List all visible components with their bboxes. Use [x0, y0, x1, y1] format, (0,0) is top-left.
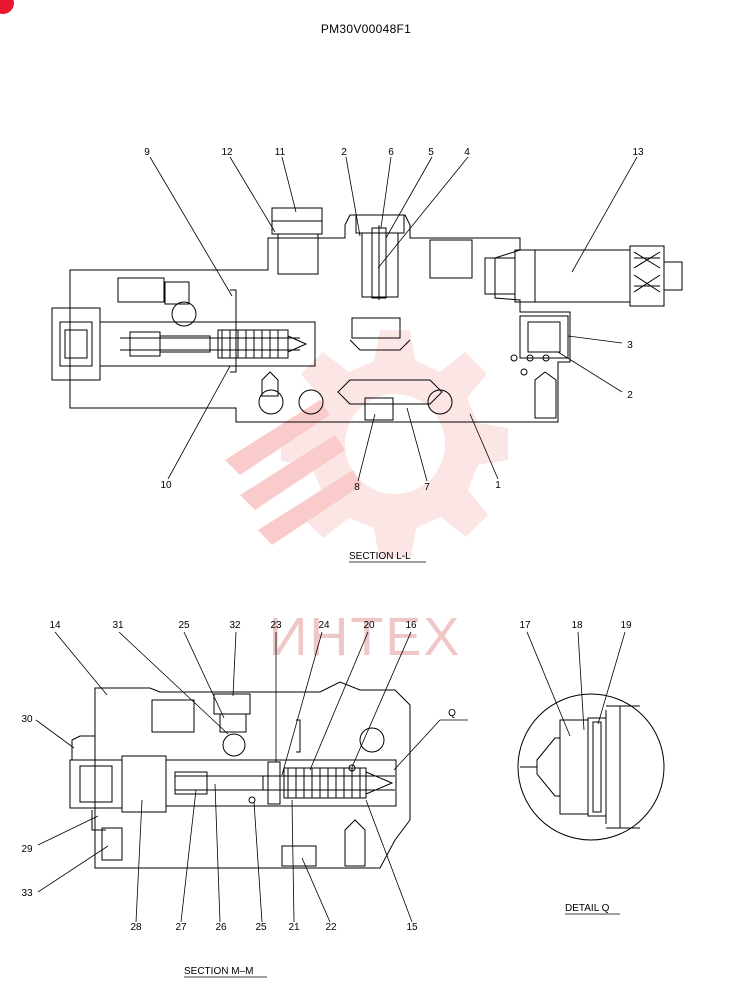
- section-ll-drawing: [51, 207, 683, 423]
- section-ll-title: SECTION L-L: [349, 551, 411, 562]
- callout-18: 18: [571, 620, 583, 631]
- callout-25-top: 25: [178, 620, 190, 631]
- callout-5: 5: [428, 147, 434, 158]
- callout-8: 8: [354, 482, 360, 493]
- callout-7: 7: [424, 482, 430, 493]
- callout-12: 12: [221, 147, 233, 158]
- corner-marker-icon: [0, 0, 14, 14]
- section-mm-callouts: 14 31 25 32 23 24 20 16 Q 30 29 33 28 27…: [21, 620, 456, 977]
- callout-4: 4: [464, 147, 470, 158]
- callout-13: 13: [632, 147, 644, 158]
- callout-Q: Q: [448, 708, 456, 719]
- section-mm-title: SECTION M–M: [184, 966, 253, 977]
- callout-14: 14: [49, 620, 61, 631]
- callout-11: 11: [275, 147, 286, 158]
- callout-2-top: 2: [341, 147, 347, 158]
- callout-31: 31: [112, 620, 124, 631]
- section-mm-leaders: [35, 631, 468, 923]
- callout-2-right: 2: [627, 390, 633, 401]
- detail-q-drawing: [517, 693, 665, 841]
- callout-29: 29: [21, 844, 33, 855]
- callout-21: 21: [288, 922, 300, 933]
- callout-17: 17: [519, 620, 531, 631]
- callout-6: 6: [388, 147, 394, 158]
- section-ll-callouts: 9 12 11 2 6 5 4 13 3 2 10 8 7 1 SECTION …: [144, 147, 644, 562]
- callout-32: 32: [229, 620, 241, 631]
- callout-9: 9: [144, 147, 150, 158]
- watermark-logo: [225, 330, 508, 558]
- callout-33: 33: [21, 888, 33, 899]
- callout-26: 26: [215, 922, 227, 933]
- callout-22: 22: [325, 922, 337, 933]
- callout-23: 23: [270, 620, 282, 631]
- callout-10: 10: [160, 480, 172, 491]
- detail-q-title: DETAIL Q: [565, 903, 610, 914]
- callout-30: 30: [21, 714, 33, 725]
- section-mm-drawing: [69, 681, 411, 869]
- detail-q-leaders: [526, 631, 626, 737]
- callout-16: 16: [405, 620, 417, 631]
- callout-27: 27: [175, 922, 187, 933]
- section-ll-leaders: [149, 156, 638, 482]
- callout-1: 1: [495, 480, 501, 491]
- callout-19: 19: [620, 620, 632, 631]
- callout-25-bottom: 25: [255, 922, 267, 933]
- callout-24: 24: [318, 620, 330, 631]
- document-id: PM30V00048F1: [320, 22, 412, 36]
- callout-20: 20: [363, 620, 375, 631]
- callout-28: 28: [130, 922, 142, 933]
- watermark-text: ИНТЕХ: [269, 607, 462, 667]
- callout-3: 3: [627, 340, 633, 351]
- callout-15: 15: [406, 922, 418, 933]
- detail-q-callouts: 17 18 19 DETAIL Q: [519, 620, 632, 914]
